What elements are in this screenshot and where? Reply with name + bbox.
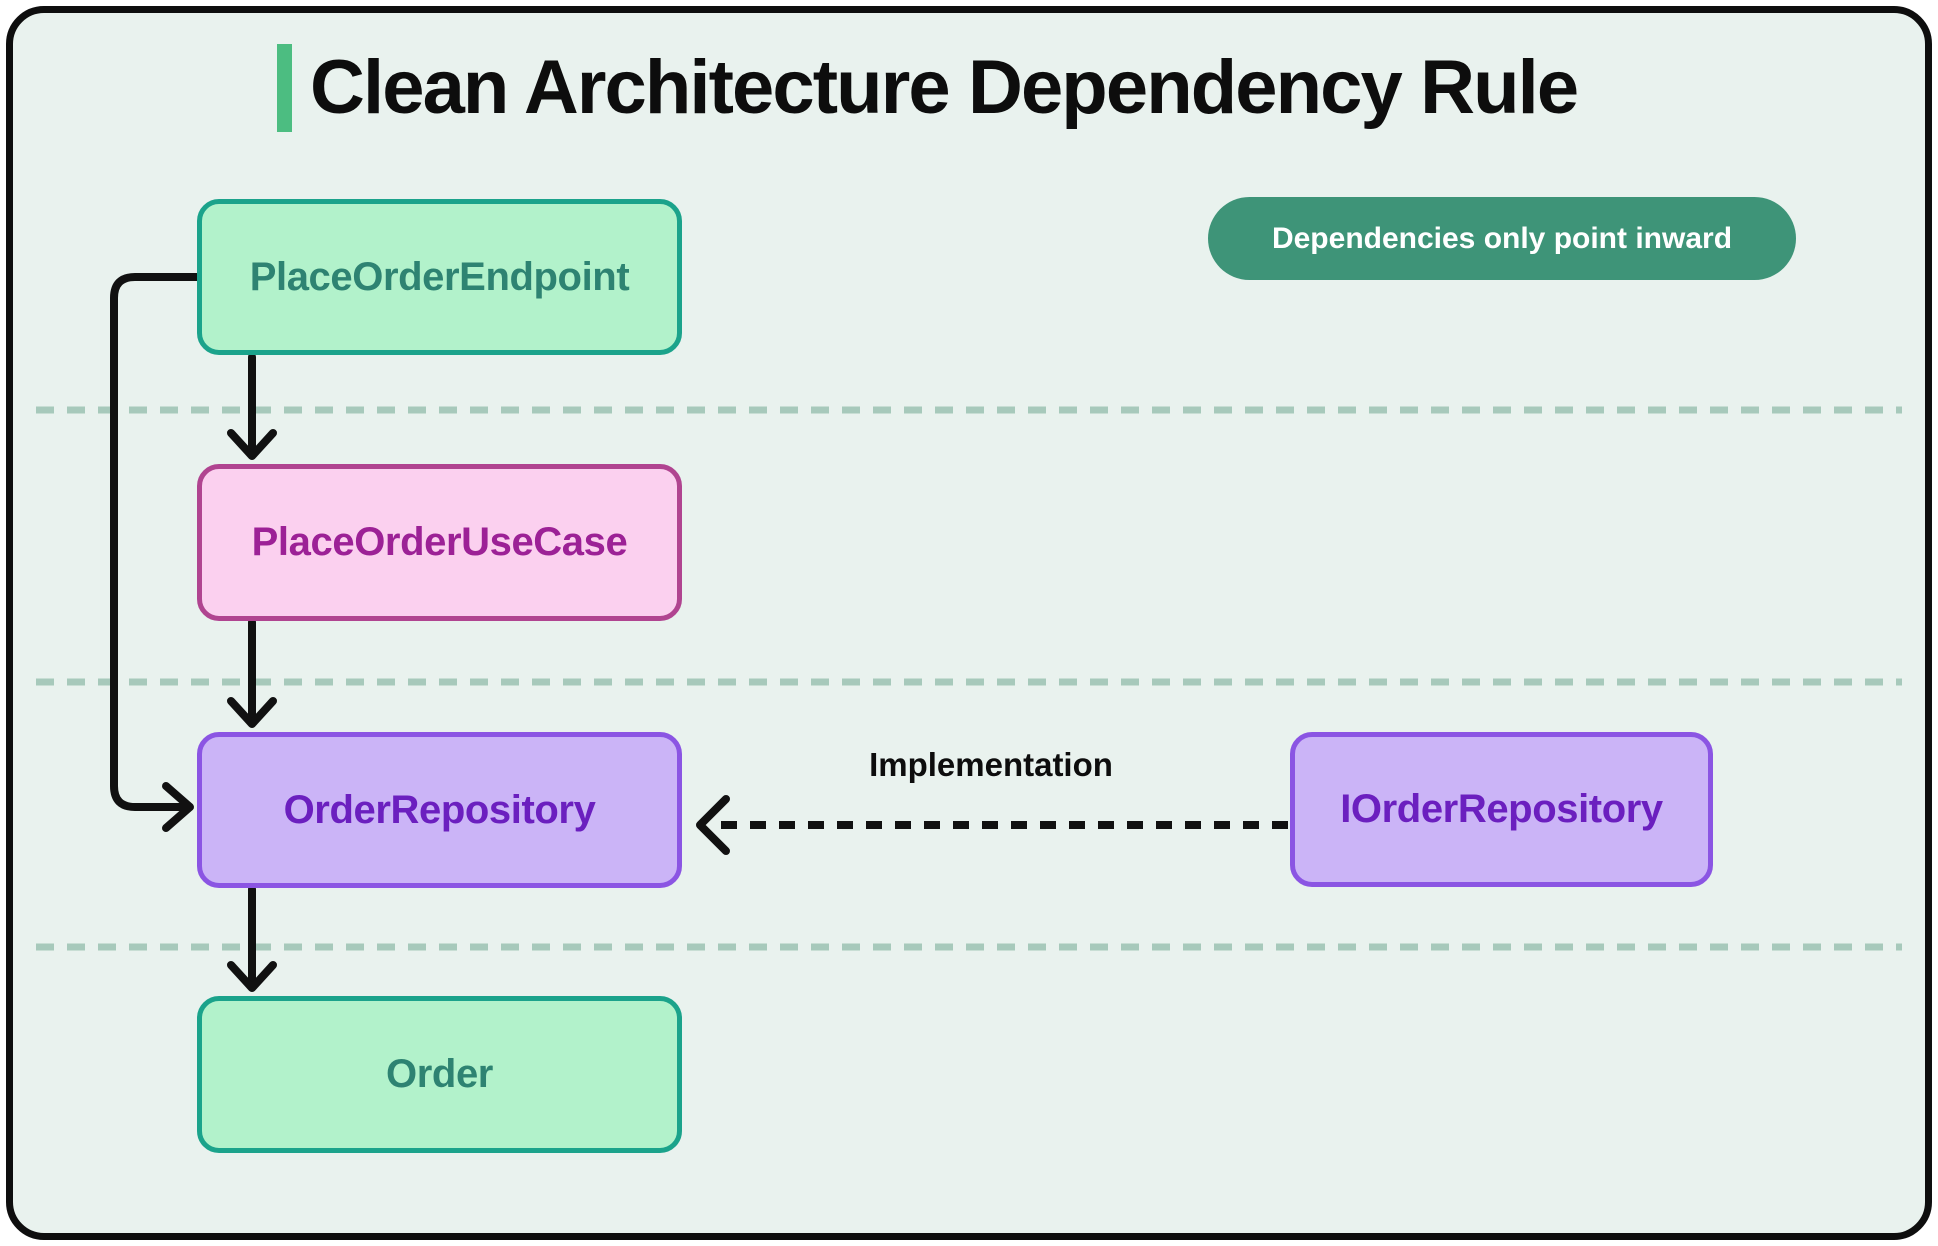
arrow-repository-to-order — [227, 885, 277, 992]
node-i-order-repository: IOrderRepository — [1290, 732, 1713, 887]
node-order-label: Order — [386, 1052, 493, 1096]
node-place-order-endpoint-label: PlaceOrderEndpoint — [249, 254, 630, 299]
arrow-endpoint-to-usecase — [227, 353, 277, 460]
title-row: Clean Architecture Dependency Rule — [277, 44, 1579, 132]
title-accent-bar — [277, 44, 292, 132]
implementation-label: Implementation — [869, 746, 1113, 783]
node-order: Order — [197, 996, 682, 1153]
node-place-order-use-case-label: PlaceOrderUseCase — [251, 520, 628, 564]
page-title: Clean Architecture Dependency Rule — [310, 45, 1579, 130]
node-order-repository-label: OrderRepository — [283, 787, 596, 832]
node-i-order-repository-label: IOrderRepository — [1340, 787, 1663, 831]
node-place-order-endpoint: PlaceOrderEndpoint — [197, 199, 682, 355]
arrow-implementation-dashed — [696, 795, 1288, 855]
inward-badge: Dependencies only point inward — [1208, 197, 1796, 280]
inward-badge-label: Dependencies only point inward — [1271, 221, 1733, 255]
arrow-endpoint-to-repository-elbow — [110, 273, 201, 832]
node-order-repository: OrderRepository — [197, 732, 682, 888]
arrow-usecase-to-repository — [227, 618, 277, 728]
node-place-order-use-case: PlaceOrderUseCase — [197, 464, 682, 621]
